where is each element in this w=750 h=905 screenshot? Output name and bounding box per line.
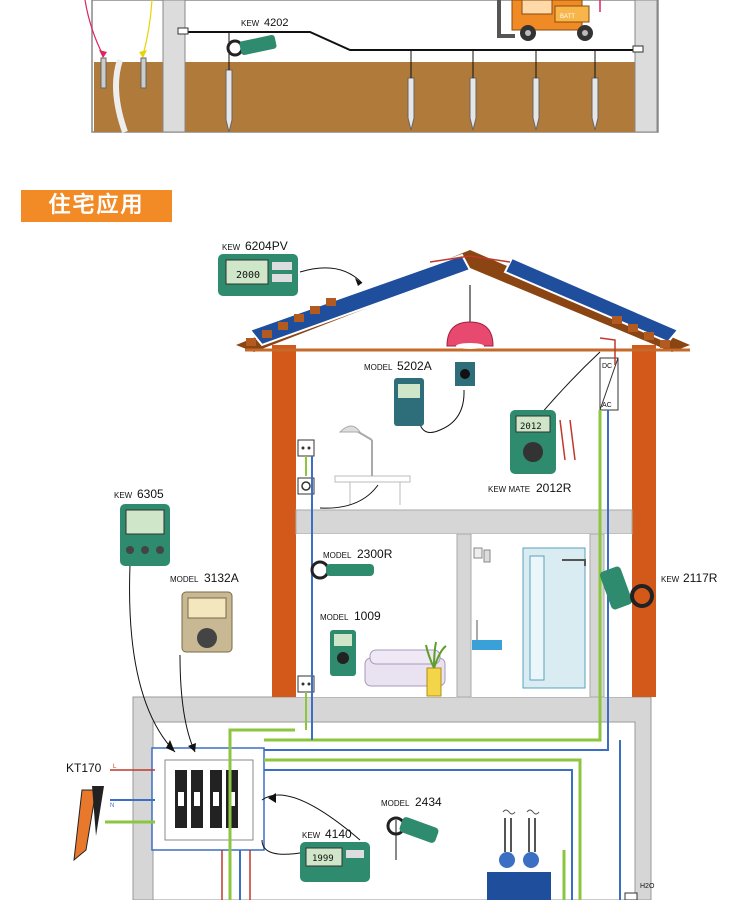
inverter-box — [599, 357, 619, 411]
device-model: 4140 — [325, 827, 352, 841]
sofa-icon — [364, 641, 447, 697]
device-label-kew6305: KEW 6305 — [114, 485, 164, 502]
device-label-model2300r: MODEL 2300R — [323, 545, 393, 562]
device-prefix: KEW — [661, 575, 680, 584]
section-title-banner: 住宅应用 — [21, 190, 172, 222]
device-model: 2300R — [357, 547, 393, 561]
pv-display-value: 2000 — [236, 270, 260, 281]
kewmate2012r-instrument-icon — [510, 410, 556, 474]
device-model: 6305 — [137, 487, 164, 501]
device-model: 1009 — [354, 609, 381, 623]
model2300r-clamp-icon — [310, 560, 374, 580]
wire-label-l: L — [113, 764, 117, 770]
device-prefix: KEW MATE — [488, 485, 530, 494]
inverter-ac-label: AC — [602, 402, 612, 409]
kew4202-model: 4202 — [264, 17, 288, 29]
pendant-lamp-icon — [446, 285, 494, 349]
distribution-panel — [151, 747, 265, 851]
kew6305-instrument-icon — [120, 504, 170, 566]
kew2117r-clamp-icon — [599, 566, 654, 610]
device-label-kew2117r: KEW 2117R — [661, 569, 718, 586]
device-model: 5202A — [397, 359, 432, 373]
right-wall — [632, 345, 656, 697]
model5202a-instrument-icon — [394, 362, 475, 426]
device-prefix: KEW — [222, 243, 241, 252]
device-label-model2434: MODEL 2434 — [381, 793, 442, 810]
solar-panel-left — [248, 253, 472, 347]
left-wall — [272, 345, 296, 697]
device-label-model5202a: MODEL 5202A — [364, 357, 432, 374]
kt170-tester-icon — [73, 786, 104, 862]
device-prefix: MODEL — [170, 575, 199, 584]
device-model: KT170 — [66, 761, 102, 775]
device-label-model3132a: MODEL 3132A — [170, 569, 239, 586]
model3132a-instrument-icon — [181, 591, 233, 653]
mate-display-value: 2012 — [520, 422, 542, 432]
device-model: 2117R — [683, 571, 718, 585]
kew4140-display-value: 1999 — [312, 854, 334, 864]
wire-label-n: N — [110, 803, 114, 809]
device-label-kt170: KT170 — [66, 761, 102, 775]
water-heater-icon — [487, 809, 551, 900]
device-prefix: MODEL — [381, 799, 410, 808]
forklift-icon — [497, 0, 601, 41]
model1009-multimeter-icon — [330, 630, 356, 676]
model2434-clamp-icon — [386, 816, 439, 843]
soil-layer — [94, 62, 656, 132]
roof — [236, 250, 690, 352]
top-scene: KEW 4202 BATT — [84, 0, 659, 134]
kew4202-prefix: KEW — [241, 19, 260, 28]
water-label: H2O — [640, 883, 655, 890]
battery-label: BATT — [560, 14, 575, 20]
device-label-kew6204pv: KEW 6204PV — [222, 237, 288, 254]
kew6204pv-instrument-icon — [218, 254, 298, 296]
outlet-column — [297, 439, 315, 693]
wiring — [105, 267, 621, 900]
shower-icon — [472, 547, 586, 689]
ground-bus — [185, 31, 640, 51]
device-model: 6204PV — [245, 239, 288, 253]
device-prefix: KEW — [114, 491, 133, 500]
kew4202-clamp-icon — [226, 34, 277, 57]
device-label-model1009: MODEL 1009 — [320, 607, 381, 624]
device-label-kewmate2012r: KEW MATE 2012R — [488, 479, 572, 496]
device-model: 2012R — [536, 481, 572, 495]
device-labels: KEW 6204PV MODEL 5202A KEW MATE 2012R KE… — [66, 237, 718, 842]
device-label-kew4140: KEW 4140 — [302, 825, 352, 842]
solar-panel-right — [503, 256, 680, 344]
inverter-dc-label: DC — [602, 363, 612, 370]
device-prefix: KEW — [302, 831, 321, 840]
kew4140-instrument-icon — [300, 842, 370, 882]
desk-lamp-icon — [334, 425, 411, 505]
device-prefix: MODEL — [320, 613, 349, 622]
device-prefix: MODEL — [364, 363, 393, 372]
device-model: 2434 — [415, 795, 442, 809]
device-prefix: MODEL — [323, 551, 352, 560]
device-model: 3132A — [204, 571, 239, 585]
